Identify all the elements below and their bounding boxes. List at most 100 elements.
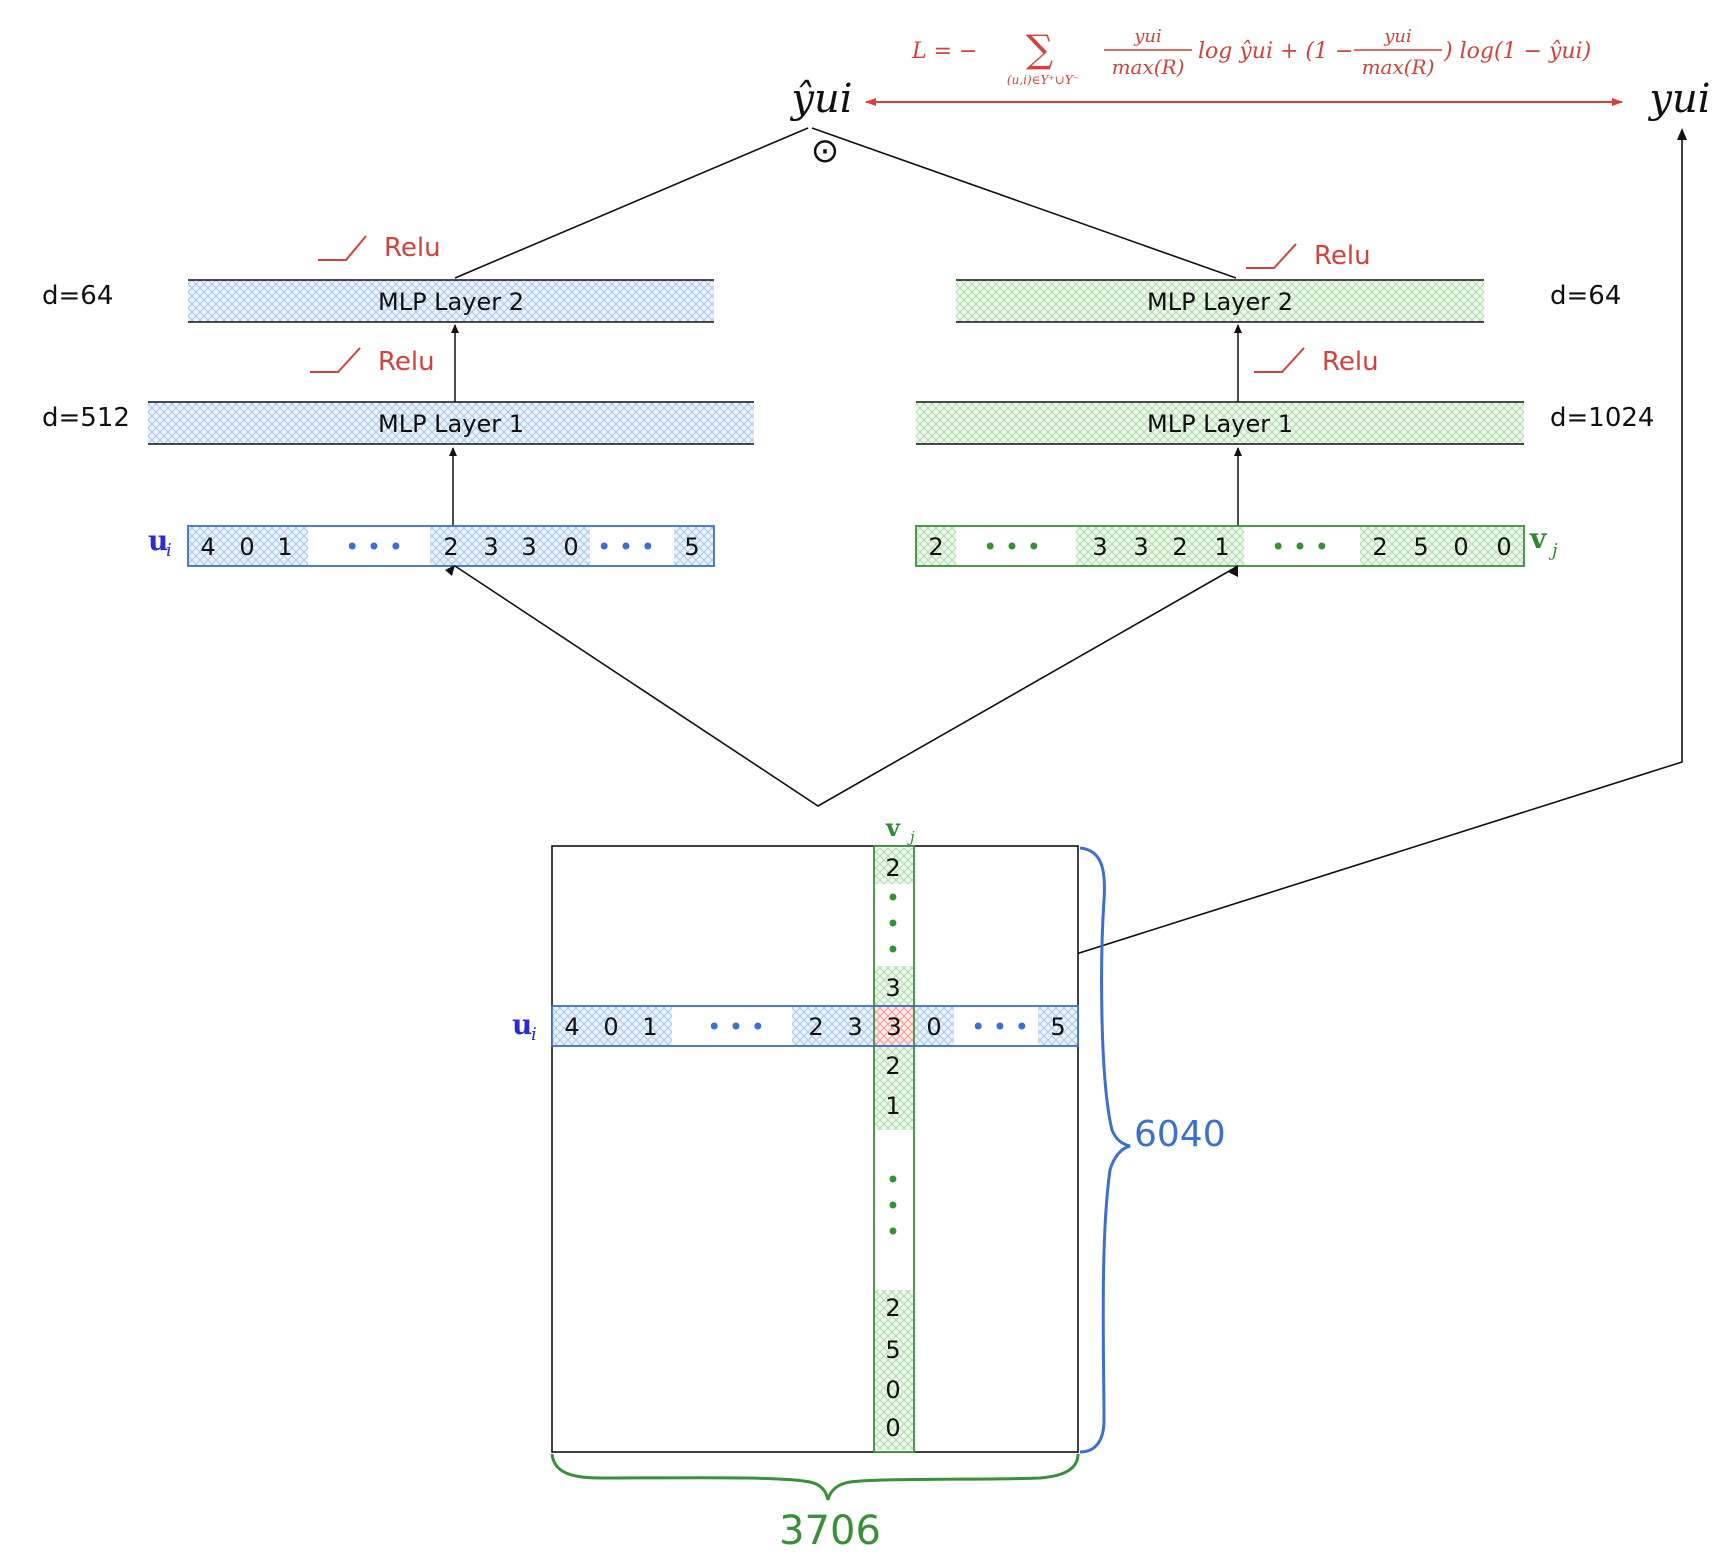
item-vector-cell: 5: [1413, 533, 1428, 561]
arrowhead-icon: [1677, 128, 1687, 140]
item-vector-cell: • • •: [1271, 533, 1329, 561]
user-mlp-layer1-label: MLP Layer 1: [378, 410, 524, 438]
item-vector-cell: 0: [1496, 533, 1511, 561]
matrix-to-towers-lines: [454, 565, 1239, 807]
matrix-row-cell: 5: [1050, 1013, 1065, 1041]
relu-icon: [318, 235, 367, 261]
item-tower: Relu MLP Layer 2 d=64 Relu MLP Layer 1 d…: [915, 241, 1654, 567]
matrix-column-cell: 3: [885, 974, 900, 1002]
user-vector-cell: 4: [200, 533, 215, 561]
item-vector-cell: 1: [1214, 533, 1229, 561]
matrix-row-cell: 0: [926, 1013, 941, 1041]
matrix-rows-count: 6040: [1134, 1114, 1226, 1155]
matrix-column-cell: •: [886, 910, 900, 938]
user-vector-cell: 3: [521, 533, 536, 561]
matrix-column-cell: 5: [885, 1336, 900, 1364]
matrix-column-cell: 1: [885, 1092, 900, 1120]
item-layer2-dim: d=64: [1550, 281, 1621, 311]
user-vector-cell: 1: [277, 533, 292, 561]
loss-formula: L = − ∑ (u,i)∈Y⁺∪Y⁻ yui max(R) log ŷui +…: [911, 26, 1591, 87]
matrix-row-cell: 1: [642, 1013, 657, 1041]
user-layer1-activation: Relu: [378, 347, 435, 377]
rows-brace-icon: [1079, 846, 1131, 1454]
matrix-cols-count: 3706: [779, 1508, 881, 1554]
matrix-row-frame: [551, 1005, 1079, 1047]
matrix-column-cell: 2: [885, 1294, 900, 1322]
matrix-column-cell: 0: [885, 1414, 900, 1442]
user-vector-cell: 2: [443, 533, 458, 561]
matrix-row-cell: 3: [847, 1013, 862, 1041]
user-vector-frame: [187, 525, 715, 567]
target-value-line: [911, 136, 1683, 1007]
prediction-label: ŷui: [789, 76, 852, 122]
formula-mid: log ŷui + (1 −: [1198, 39, 1353, 64]
matrix-column-cell: 2: [885, 854, 900, 882]
user-vector-label: u: [148, 524, 168, 557]
user-mlp-layer1: [148, 402, 754, 444]
item-vector-cell: 2: [1172, 533, 1187, 561]
user-layer1-dim: d=512: [42, 403, 130, 433]
formula-sum-symbol: ∑: [1026, 27, 1053, 71]
user-layer2-activation: Relu: [384, 233, 441, 263]
user-vector-cell: 5: [684, 533, 699, 561]
formula-tail: ) log(1 − ŷui): [1443, 39, 1591, 64]
item-tower-output-line: [811, 127, 1237, 279]
matrix-row-cell: • • •: [707, 1013, 765, 1041]
matrix-column-cell: 0: [885, 1376, 900, 1404]
user-tower: Relu MLP Layer 2 d=64 Relu MLP Layer 1 d…: [42, 233, 754, 567]
item-layer1-dim: d=1024: [1550, 403, 1654, 433]
matrix-row-cell: 4: [564, 1013, 579, 1041]
item-vector-cell: 3: [1133, 533, 1148, 561]
user-vector-cell: 0: [563, 533, 578, 561]
item-layer2-activation: Relu: [1314, 241, 1371, 271]
item-mlp-layer1-label: MLP Layer 1: [1147, 410, 1293, 438]
matrix-column-cell: •: [886, 936, 900, 964]
item-vector-frame: [915, 525, 1525, 567]
matrix-row-cell: 0: [603, 1013, 618, 1041]
formula-frac2-num: yui: [1383, 26, 1412, 47]
matrix-column-subscript: j: [907, 828, 915, 846]
matrix-column-cell: •: [886, 884, 900, 912]
user-vector-cell: 3: [483, 533, 498, 561]
item-vector-label: v: [1529, 522, 1547, 555]
user-tower-output-line: [454, 127, 809, 279]
target-label: yui: [1647, 76, 1710, 122]
relu-icon: [310, 347, 361, 373]
matrix-row-cell: • • •: [971, 1013, 1029, 1041]
formula-lhs: L = −: [911, 39, 977, 64]
matrix-row-cell: 2: [808, 1013, 823, 1041]
formula-frac1-num: yui: [1133, 26, 1162, 47]
matrix-column-cell: •: [886, 1166, 900, 1194]
item-layer1-activation: Relu: [1322, 347, 1379, 377]
item-mlp-layer2-label: MLP Layer 2: [1147, 288, 1293, 316]
relu-icon: [1254, 347, 1305, 373]
user-vector-cell: • • •: [597, 533, 655, 561]
matrix-row-cell: 3: [886, 1013, 901, 1041]
item-vector-cell: 2: [1372, 533, 1387, 561]
formula-frac1-den: max(R): [1112, 55, 1185, 79]
formula-frac2-den: max(R): [1362, 55, 1435, 79]
item-mlp-layer2: [956, 280, 1484, 322]
item-vector-cell: 0: [1453, 533, 1468, 561]
cols-brace-icon: [550, 1453, 1080, 1501]
item-vector-cell: 2: [928, 533, 943, 561]
user-vector-cell: • • •: [345, 533, 403, 561]
matrix-column-label: v: [885, 813, 901, 842]
item-vector-cell: 3: [1092, 533, 1107, 561]
hadamard-product-icon: ⊙: [811, 131, 840, 171]
matrix-row-label: u: [512, 1008, 532, 1041]
user-vector-cell: 0: [239, 533, 254, 561]
relu-icon: [1246, 243, 1297, 269]
matrix-row-subscript: i: [531, 1024, 537, 1045]
user-layer2-dim: d=64: [42, 281, 113, 311]
user-mlp-layer2: [188, 280, 714, 322]
matrix-column-cell: 2: [885, 1052, 900, 1080]
user-mlp-layer2-label: MLP Layer 2: [378, 288, 524, 316]
item-vector-subscript: j: [1548, 540, 1558, 561]
rating-matrix-frame: [551, 845, 1079, 1453]
